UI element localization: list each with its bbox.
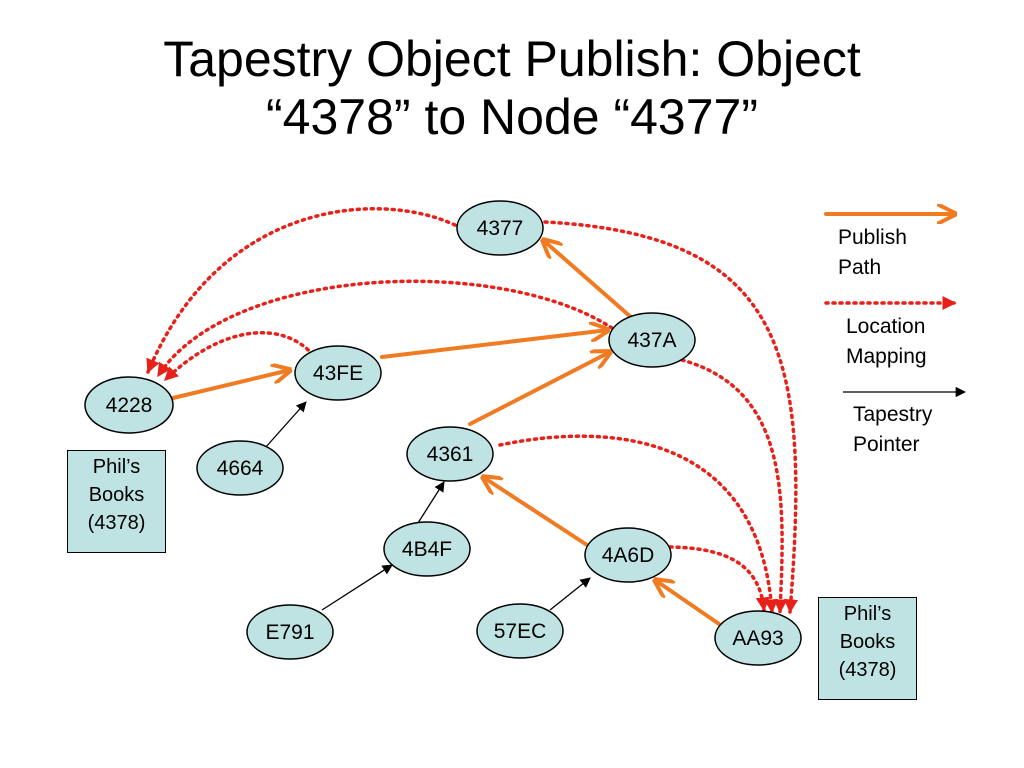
book-box-right: Phil’s Books (4378) [818,597,917,700]
pointer-57EC-to-4A6D [549,577,591,611]
node-4664: 4664 [196,440,284,496]
node-4228: 4228 [84,376,174,434]
book-right-line2: Books [839,631,896,653]
node-4664-label: 4664 [217,457,264,480]
node-4361: 4361 [406,426,494,482]
node-43FE-label: 43FE [313,362,363,385]
book-box-left: Phil’s Books (4378) [67,450,166,553]
node-437A-label: 437A [627,329,676,352]
nodes: 4377 437A 43FE 4228 4361 4664 4B4F 4A6D [84,200,802,666]
title-line-1: Tapestry Object Publish: Object [163,31,861,87]
node-E791-label: E791 [265,621,314,644]
publish-4361-to-437A [468,352,610,426]
mapping-4A6D-to-AA93 [668,545,770,612]
slide-title: Tapestry Object Publish: Object “4378” t… [0,30,1024,146]
legend-pointer-label: Tapestry Pointer [853,400,932,460]
node-AA93-label: AA93 [732,627,783,650]
node-4A6D-label: 4A6D [602,544,655,567]
legend-publish-line1: Publish [838,226,907,249]
location-mappings [146,207,798,614]
legend-pointer-line1: Tapestry [853,403,933,426]
pointer-4B4F-to-4361 [417,481,445,524]
node-AA93: AA93 [714,610,802,666]
publish-4A6D-to-4361 [483,477,589,547]
tapestry-pointers [264,401,591,611]
title-line-2: “4378” to Node “4377” [266,89,758,145]
mapping-437A-to-AA93 [680,358,788,614]
legend-pointer-line2: Pointer [853,433,920,456]
publish-437A-to-4377 [543,240,634,320]
mapping-4377-to-AA93 [543,220,798,614]
pointer-E791-to-4B4F [321,564,393,611]
node-4361-label: 4361 [427,443,474,466]
node-57EC: 57EC [476,603,564,659]
legend-publish-line2: Path [838,256,882,279]
book-left-line1: Phil’s [92,456,141,478]
pointer-4664-to-43FE [264,401,307,449]
node-4228-label: 4228 [106,394,153,417]
node-E791: E791 [246,604,334,660]
publish-AA93-to-4A6D [655,580,724,628]
mapping-4377-to-4228 [146,207,457,374]
mapping-437A-to-4228 [156,279,614,378]
publish-path [171,240,724,628]
node-4377-label: 4377 [477,217,524,240]
legend-symbols [824,214,967,398]
legend-location-line2: Mapping [846,345,927,368]
node-4377: 4377 [456,200,544,256]
publish-4228-to-43FE [171,370,290,400]
legend-location-line1: Location [846,315,926,338]
mapping-43FE-to-4228 [163,330,315,382]
node-43FE: 43FE [294,345,382,401]
node-437A: 437A [608,312,696,368]
book-left-line2: Books [88,484,145,506]
publish-43FE-to-437A [380,330,608,359]
legend-publish-label: Publish Path [838,223,907,283]
mapping-4361-to-AA93 [498,434,779,614]
book-left-line3: (4378) [87,512,146,534]
book-right-line3: (4378) [838,659,897,681]
node-4B4F: 4B4F [383,521,471,577]
node-4B4F-label: 4B4F [402,538,452,561]
node-57EC-label: 57EC [494,620,547,643]
legend-location-label: Location Mapping [846,312,927,372]
node-4A6D: 4A6D [584,527,672,583]
book-right-line1: Phil’s [843,603,892,625]
